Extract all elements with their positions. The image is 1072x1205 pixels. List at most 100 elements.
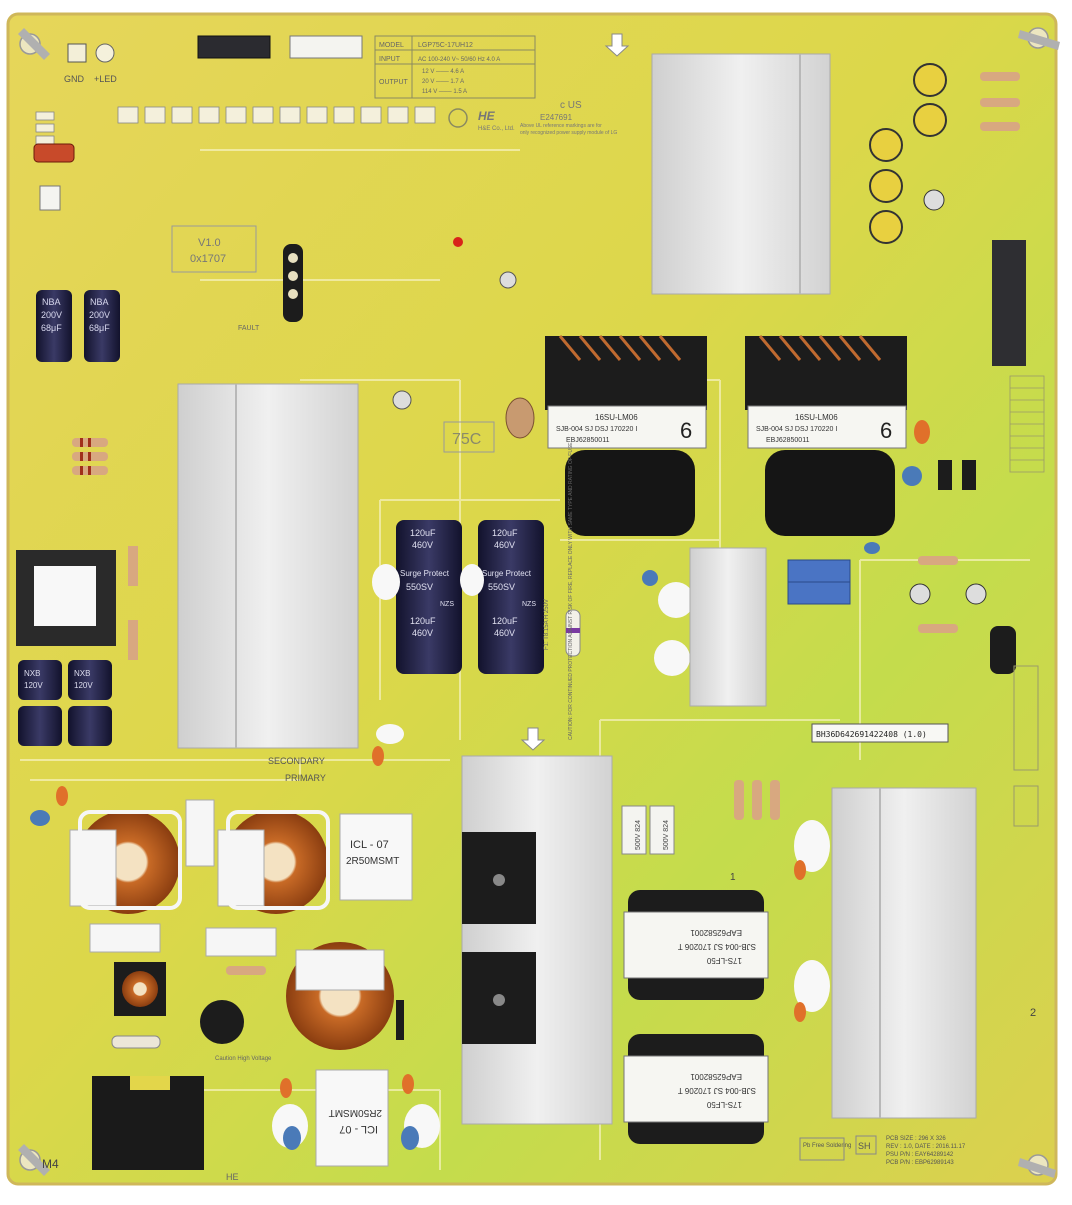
relay-cap-1 bbox=[621, 805, 647, 855]
icl-2: ICL - 07 2R50MSMT bbox=[315, 1069, 389, 1167]
svg-text:460V: 460V bbox=[412, 628, 433, 638]
ac-relay bbox=[92, 1076, 204, 1170]
output-label: OUTPUT bbox=[379, 79, 409, 86]
svg-text:460V: 460V bbox=[494, 540, 515, 550]
svg-text:120uF: 120uF bbox=[410, 528, 436, 538]
svg-text:NXB: NXB bbox=[74, 669, 90, 678]
svg-text:16SU-LM06: 16SU-LM06 bbox=[595, 413, 638, 422]
lg-logo-icon bbox=[448, 108, 468, 128]
svg-text:SJB-004 SJ 170206 T: SJB-004 SJ 170206 T bbox=[678, 942, 756, 951]
resistors-left bbox=[72, 438, 108, 475]
pcb-rev: REV : 1.0, DATE : 2016.11.17 bbox=[886, 1144, 966, 1150]
input-label: INPUT bbox=[379, 56, 401, 63]
svg-text:17S-LF50: 17S-LF50 bbox=[706, 956, 742, 965]
inductor bbox=[283, 244, 303, 322]
emi-choke-1 bbox=[69, 810, 182, 914]
svg-text:Surge Protect: Surge Protect bbox=[400, 569, 450, 578]
svg-text:SJB-004 SJ DSJ 170220 I: SJB-004 SJ DSJ 170220 I bbox=[556, 426, 637, 433]
pcb-size: PCB SIZE : 296 X 326 bbox=[886, 1136, 946, 1142]
number-2: 2 bbox=[1030, 1007, 1036, 1019]
svg-text:2R50MSMT: 2R50MSMT bbox=[346, 856, 399, 867]
svg-text:120uF: 120uF bbox=[410, 616, 436, 626]
ul-mark: c US bbox=[560, 100, 582, 111]
model-label: MODEL bbox=[379, 42, 404, 49]
pcb-pn: PCB P/N : EBP62989143 bbox=[886, 1160, 954, 1166]
svg-text:EBJ62850011: EBJ62850011 bbox=[766, 437, 810, 444]
pin-table bbox=[1009, 375, 1045, 473]
model-table: MODEL LGP75C-17UH12 INPUT AC 100-240 V~ … bbox=[374, 35, 536, 99]
model-value: LGP75C-17UH12 bbox=[418, 42, 473, 49]
barcode-label bbox=[811, 723, 949, 743]
svg-text:550SV: 550SV bbox=[406, 582, 433, 592]
svg-text:2R50MSMT: 2R50MSMT bbox=[329, 1107, 382, 1118]
svg-text:ICL - 07: ICL - 07 bbox=[350, 839, 389, 851]
svg-text:500V 824: 500V 824 bbox=[635, 820, 642, 850]
heatsink-right bbox=[831, 787, 977, 1119]
svg-text:120V: 120V bbox=[74, 681, 93, 690]
svg-text:NBA: NBA bbox=[90, 297, 109, 307]
output-3: 114 V ─── 1.5 A bbox=[422, 89, 467, 95]
emi-choke-3 bbox=[286, 942, 394, 1050]
svg-text:ICL - 07: ICL - 07 bbox=[339, 1123, 378, 1135]
svg-text:NXB: NXB bbox=[24, 669, 40, 678]
svg-text:SJB-004 SJ DSJ 170220 I: SJB-004 SJ DSJ 170220 I bbox=[756, 426, 837, 433]
top-connector-2 bbox=[289, 35, 363, 59]
capacitor-nxb-group: NXB 120V NXB 120V bbox=[18, 660, 112, 746]
primary-label: PRIMARY bbox=[285, 773, 326, 783]
icl-1: ICL - 07 2R50MSMT bbox=[339, 813, 413, 901]
fault-label: FAULT bbox=[238, 325, 260, 332]
caps-top-right bbox=[869, 63, 1020, 244]
caution-hv-label: Caution High Voltage bbox=[215, 1056, 272, 1062]
heatsink-pfc bbox=[461, 755, 613, 1125]
led-row bbox=[117, 106, 436, 124]
he-note-1: Above UL reference markings are for bbox=[520, 123, 602, 129]
input-value: AC 100-240 V~ 50/60 Hz 4.0 A bbox=[418, 57, 500, 63]
svg-text:NZS: NZS bbox=[522, 601, 536, 608]
caution-fuse: CAUTION: FOR CONTINUED PROTECTION AGAINS… bbox=[568, 442, 574, 740]
pb-free: Pb Free Soldering bbox=[803, 1143, 851, 1149]
svg-text:500V 824: 500V 824 bbox=[663, 820, 670, 850]
relay-cap-2 bbox=[649, 805, 675, 855]
svg-text:NZS: NZS bbox=[440, 601, 454, 608]
svg-text:120uF: 120uF bbox=[492, 616, 518, 626]
gnd-label: GND bbox=[64, 74, 85, 84]
side-connector bbox=[39, 185, 61, 211]
capacitor-large-1: 120uF 460V Surge Protect 550SV NZS 120uF… bbox=[396, 520, 462, 674]
heatsink-top bbox=[651, 53, 831, 295]
red-component bbox=[33, 143, 75, 163]
version: V1.0 bbox=[198, 237, 221, 249]
ul-number: E247691 bbox=[540, 113, 573, 122]
svg-text:EAP62582001: EAP62582001 bbox=[690, 1072, 742, 1081]
transformer-1: 16SU-LM06 SJB-004 SJ DSJ 170220 I EBJ628… bbox=[545, 335, 707, 536]
svg-text:120uF: 120uF bbox=[492, 528, 518, 538]
heatsink-middle bbox=[689, 547, 767, 707]
m4-label: M4 bbox=[42, 1157, 59, 1171]
varistor bbox=[200, 1000, 244, 1044]
transformer-3: 17S-LF50 SJB-004 SJ 170206 T EAP62582001 bbox=[623, 890, 769, 1000]
svg-text:BH36D642691422408 (1.0): BH36D642691422408 (1.0) bbox=[816, 730, 927, 739]
capacitor-nba-1: NBA 200V 68μF bbox=[36, 290, 72, 362]
he-bottom: HE bbox=[226, 1172, 239, 1182]
svg-text:550SV: 550SV bbox=[488, 582, 515, 592]
svg-text:200V: 200V bbox=[41, 310, 62, 320]
he-logo: HE bbox=[478, 109, 496, 123]
version-code: 0x1707 bbox=[190, 253, 226, 265]
he-company: H&E Co., Ltd. bbox=[478, 126, 515, 132]
svg-text:68μF: 68μF bbox=[89, 323, 110, 333]
psu-pn: PSU P/N : EAY64289142 bbox=[886, 1152, 954, 1158]
led-label: +LED bbox=[94, 74, 117, 84]
capacitor-nba-2: NBA 200V 68μF bbox=[84, 290, 120, 362]
svg-text:460V: 460V bbox=[412, 540, 433, 550]
output-2: 20 V ─── 1.7 A bbox=[422, 79, 464, 85]
svg-text:17S-LF50: 17S-LF50 bbox=[706, 1100, 742, 1109]
he-note-2: only recognized power supply module of L… bbox=[520, 130, 617, 136]
capacitor-large-2: 120uF 460V Surge Protect 550SV NZS 120uF… bbox=[478, 520, 544, 674]
board-label: 75C bbox=[452, 431, 481, 448]
svg-text:SJB-004 SJ 170206 T: SJB-004 SJ 170206 T bbox=[678, 1086, 756, 1095]
svg-text:200V: 200V bbox=[89, 310, 110, 320]
version-box bbox=[171, 225, 257, 273]
svg-text:NBA: NBA bbox=[42, 297, 61, 307]
svg-text:460V: 460V bbox=[494, 628, 515, 638]
